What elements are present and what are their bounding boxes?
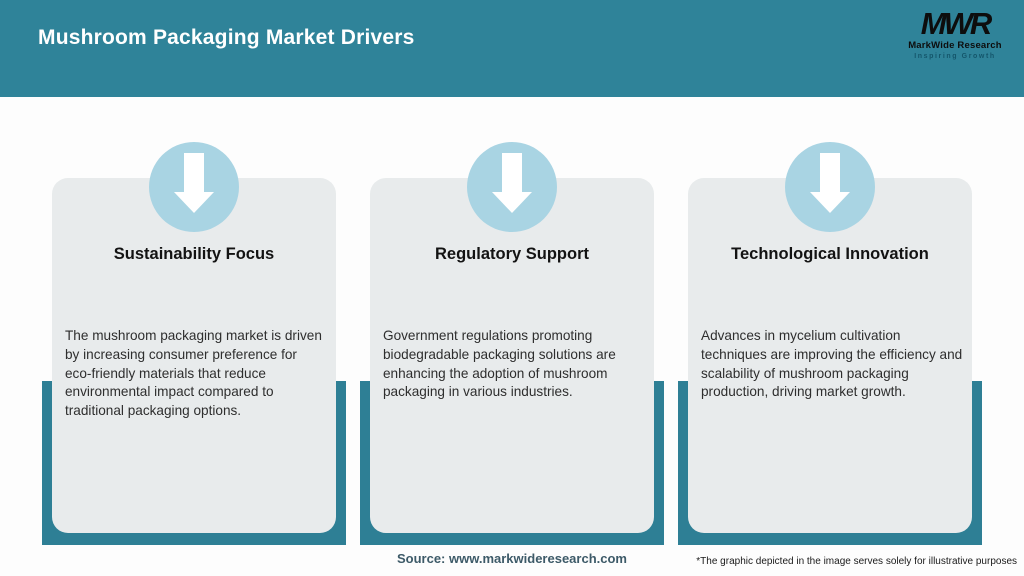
mwr-monogram-icon: MWR [920,6,992,41]
down-arrow-icon [149,142,239,232]
card-title: Regulatory Support [434,245,589,263]
card-description: Government regulations promoting biodegr… [383,328,616,400]
logo-tagline: Inspiring Growth [914,52,996,60]
disclaimer-note: *The graphic depicted in the image serve… [696,556,1017,567]
header-bar: Mushroom Packaging Market Drivers MWR Ma… [0,0,1024,97]
driver-column-regulatory: Regulatory Support Government regulation… [360,130,664,550]
card-description: The mushroom packaging market is driven … [65,328,322,418]
source-attribution: Source: www.markwideresearch.com [396,551,627,566]
down-arrow-icon [785,142,875,232]
driver-card [688,178,972,533]
driver-column-technology: Technological Innovation Advances in myc… [678,130,982,550]
driver-card [52,178,336,533]
card-title: Technological Innovation [731,245,929,263]
card-title: Sustainability Focus [113,245,275,263]
down-arrow-icon [467,142,557,232]
driver-card [370,178,654,533]
markwide-research-logo: MWR MarkWide Research Inspiring Growth [900,8,1010,60]
page-title: Mushroom Packaging Market Drivers [38,26,415,49]
driver-column-sustainability: Sustainability Focus The mushroom packag… [42,130,346,550]
card-description: Advances in mycelium cultivation techniq… [701,328,963,400]
logo-name: MarkWide Research [908,40,1002,51]
